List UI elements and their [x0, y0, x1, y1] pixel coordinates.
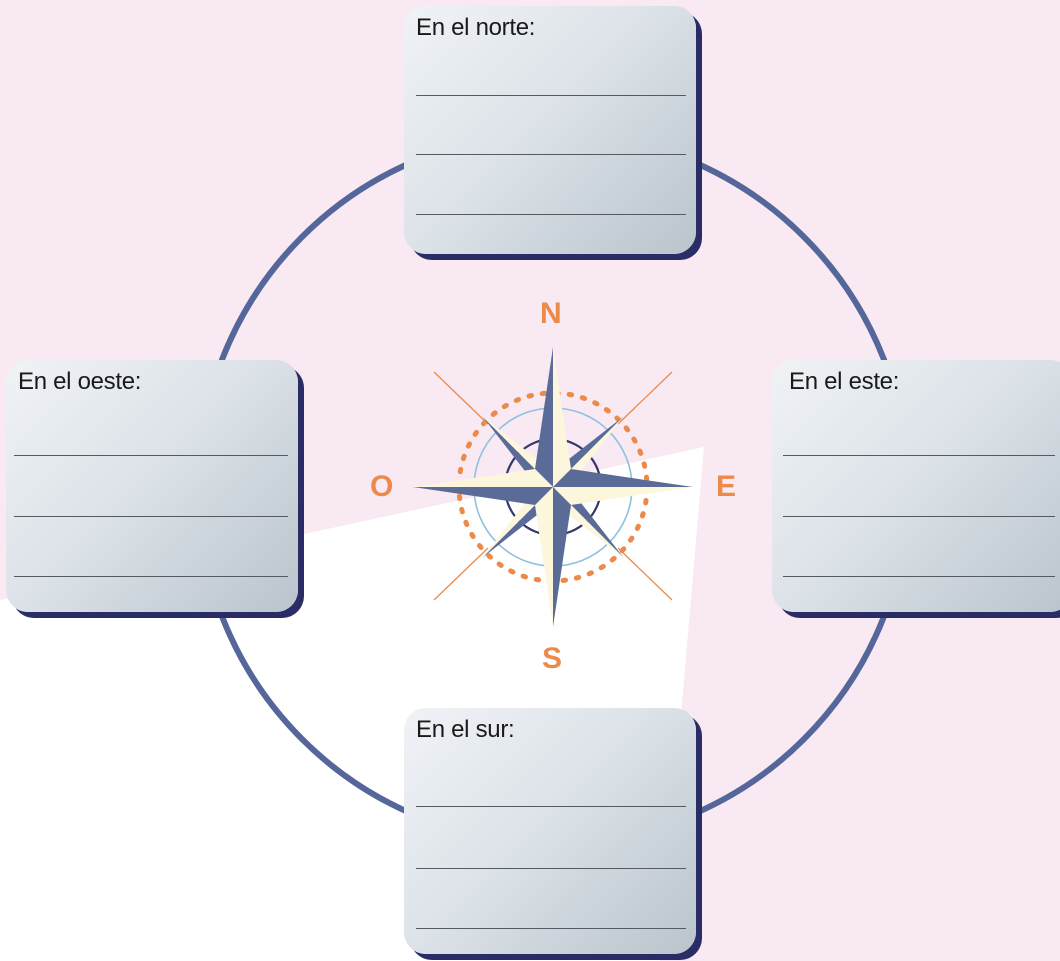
compass-rose [413, 347, 693, 627]
answer-line[interactable] [416, 928, 686, 929]
south-card-title: En el sur: [416, 716, 515, 743]
north-card-title: En el norte: [416, 14, 536, 41]
west-card: En el oeste: [6, 360, 298, 612]
answer-line[interactable] [416, 154, 686, 155]
east-card-title: En el este: [789, 368, 900, 395]
east-label: E [716, 470, 737, 503]
west-card-title: En el oeste: [18, 368, 142, 395]
answer-line[interactable] [14, 455, 288, 456]
south-card: En el sur: [404, 708, 696, 954]
answer-line[interactable] [14, 576, 288, 577]
answer-line[interactable] [14, 516, 288, 517]
east-card: En el este: [772, 360, 1060, 612]
answer-line[interactable] [416, 214, 686, 215]
south-label: S [542, 642, 563, 675]
north-label: N [540, 297, 562, 330]
west-label: O [370, 470, 394, 503]
answer-line[interactable] [416, 806, 686, 807]
answer-line[interactable] [783, 576, 1055, 577]
north-card: En el norte: [404, 6, 696, 254]
answer-line[interactable] [416, 95, 686, 96]
ray-nw [433, 371, 489, 425]
answer-line[interactable] [416, 868, 686, 869]
ray-sw [433, 547, 489, 601]
answer-line[interactable] [783, 516, 1055, 517]
ray-ne [617, 371, 673, 425]
answer-line[interactable] [783, 455, 1055, 456]
ray-se [617, 547, 673, 601]
